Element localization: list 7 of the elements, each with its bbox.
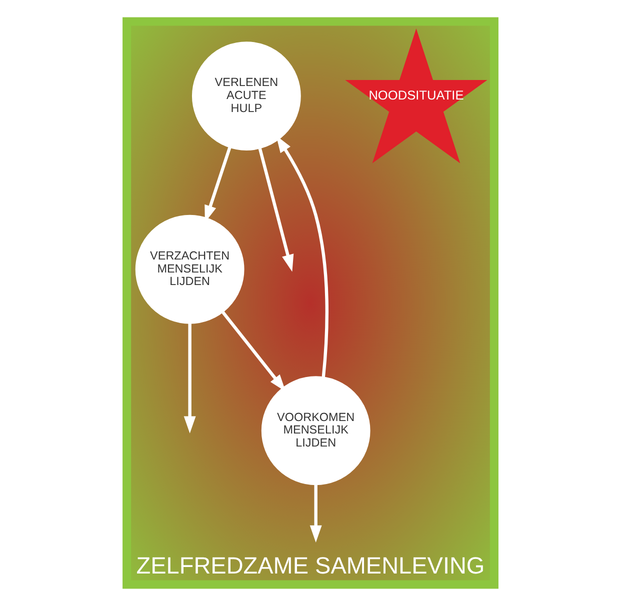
- arrow: [309, 484, 322, 542]
- node-circle: VERZACHTEN MENSELIJK LIJDEN: [134, 214, 244, 324]
- arrow: [258, 148, 294, 272]
- arrow: [221, 311, 286, 392]
- node-circle: VOORKOMEN MENSELIJK LIJDEN: [260, 376, 370, 486]
- node-circle: VERLENEN ACUTE HULP: [191, 42, 300, 150]
- arrow: [183, 323, 196, 434]
